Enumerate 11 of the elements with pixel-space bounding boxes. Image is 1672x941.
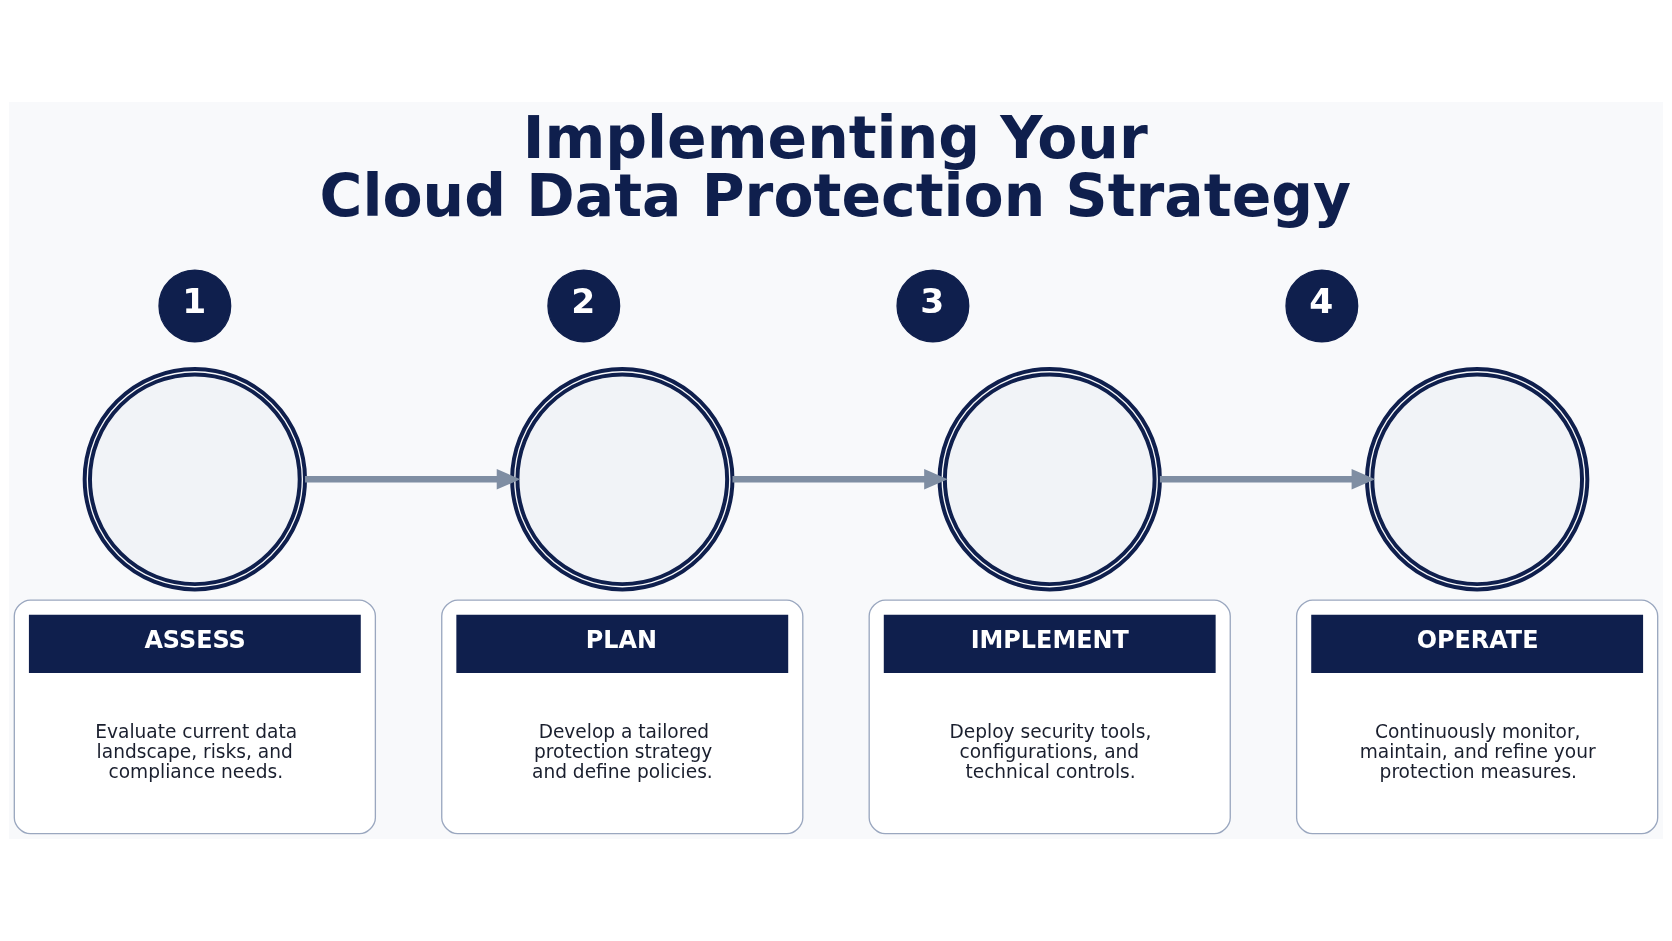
- node-circle: 2: [547, 269, 621, 343]
- node-circle: 1: [158, 269, 232, 343]
- node-circle: [1365, 367, 1590, 592]
- node-circle: 4: [1285, 269, 1359, 343]
- arrow: [732, 468, 948, 490]
- diagram-title: Implementing Your Cloud Data Protection Strategy: [319, 104, 1352, 231]
- node-circle: [510, 367, 735, 592]
- arrow: [1159, 468, 1376, 490]
- node-circle: [82, 367, 307, 592]
- node-circle: 3: [896, 269, 970, 343]
- node-circle: [937, 367, 1162, 592]
